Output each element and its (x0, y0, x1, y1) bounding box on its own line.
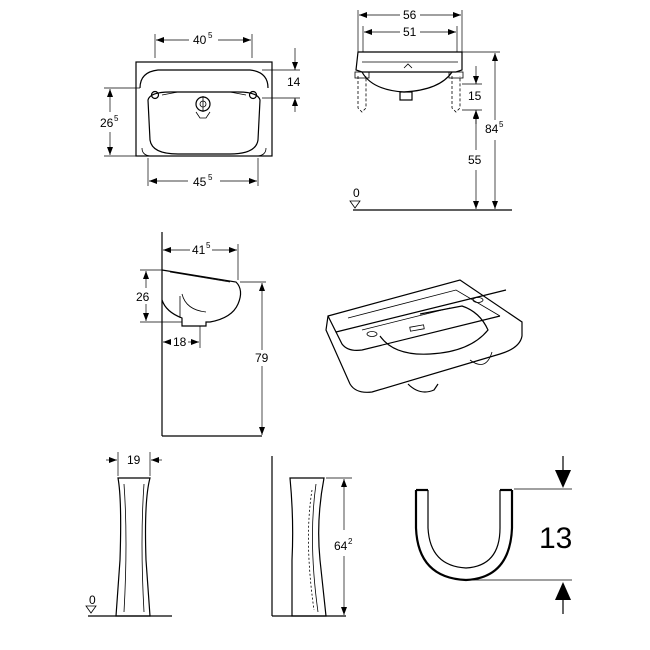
dim-pedestal-height: 64 (334, 539, 348, 553)
dim-top-outer-width: 45 (193, 175, 207, 189)
dim-front-15: 15 (468, 89, 482, 103)
dim-arrow-down (555, 470, 571, 488)
u-profile-outer (414, 490, 514, 582)
dim-pedestal-width: 19 (127, 453, 141, 467)
tap-hole-right (248, 90, 258, 100)
pedestal-floor-level: 0 (89, 593, 96, 607)
front-floor-level: 0 (353, 186, 360, 200)
tap-hole-left (150, 90, 160, 100)
dim-side-depth: 41 (192, 243, 206, 257)
dim-front-total-sup: 5 (499, 120, 504, 129)
top-view: 40 5 45 5 26 5 14 (100, 31, 301, 189)
pedestal-front-view: 0 19 (85, 452, 172, 617)
dim-pedestal-height-sup: 2 (348, 537, 353, 546)
dim-side-height: 26 (136, 290, 150, 304)
isometric-view (325, 279, 523, 393)
dim-top-rim: 14 (287, 75, 301, 89)
basin-rim (139, 69, 269, 89)
basin-bowl (147, 91, 261, 155)
dim-arrow-up (555, 582, 571, 600)
dim-top-outer-width-sup: 5 (208, 173, 213, 182)
pedestal-side-view: 64 2 (271, 456, 353, 617)
u-profile-detail: 13 (414, 456, 572, 614)
front-view: 56 51 15 55 84 5 0 (349, 8, 512, 211)
basin-outline (135, 61, 273, 157)
dim-front-total: 84 (485, 122, 499, 136)
dim-detail-13: 13 (539, 522, 572, 555)
side-view: 41 5 26 18 79 (136, 232, 269, 437)
side-basin (161, 269, 242, 327)
dim-front-inner: 51 (403, 25, 417, 39)
pedestal-front (115, 477, 151, 617)
dim-front-55: 55 (468, 153, 482, 167)
dim-side-depth-sup: 5 (206, 241, 211, 250)
pedestal-side (289, 477, 327, 617)
dim-side-drain: 18 (173, 335, 187, 349)
dim-front-outer: 56 (403, 8, 417, 22)
dim-side-rim-height: 79 (255, 351, 269, 365)
u-profile-inner (427, 490, 501, 569)
dim-top-depth: 26 (100, 116, 114, 130)
iso-basin-outer (325, 279, 523, 393)
dim-top-inner-width: 40 (193, 33, 207, 47)
iso-bowl (379, 305, 489, 355)
dim-top-inner-width-sup: 5 (208, 31, 213, 40)
dim-top-depth-sup: 5 (114, 114, 119, 123)
front-drain (399, 91, 413, 101)
